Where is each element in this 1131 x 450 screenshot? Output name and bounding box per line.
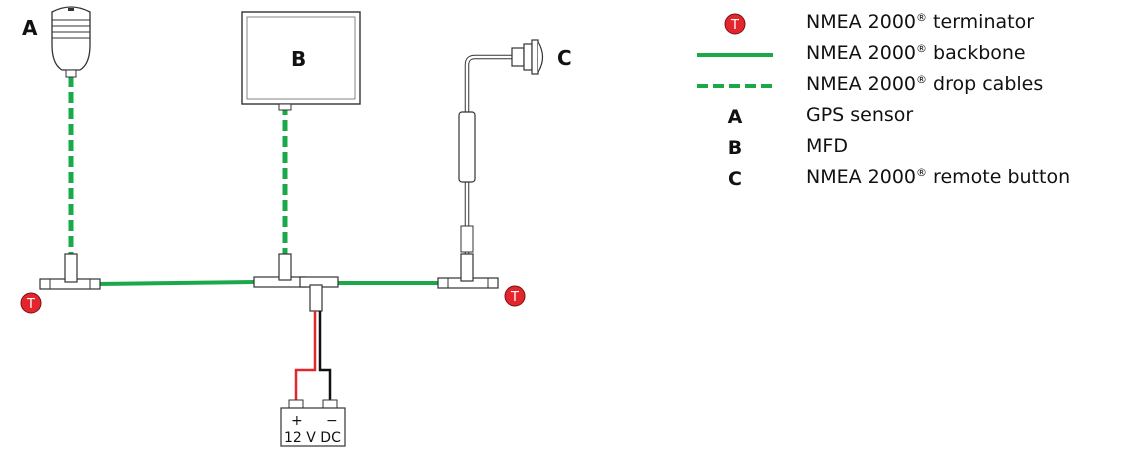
legend-key-c: C [728,167,742,190]
backbone-cable-left [94,280,256,286]
legend: T NMEA 2000® terminator NMEA 2000® backb… [690,8,1130,194]
terminator-symbol-icon: T [690,8,780,39]
battery-plus: + [291,413,303,429]
gps-sensor [51,6,91,78]
label-a: A [22,16,38,40]
t-connector-center-mfd [253,253,307,288]
battery-minus: − [326,413,338,429]
t-connector-right [437,253,499,289]
legend-terminator-symbol: T [730,18,739,33]
network-diagram: A B C [20,6,572,447]
label-c: C [557,46,572,70]
legend-key-b: B [727,136,743,159]
remote-button [458,39,544,255]
legend-c-label: NMEA 2000® remote button [806,166,1071,188]
label-b: B [291,47,306,71]
terminator-left: T [20,292,42,314]
legend-row-c: C NMEA 2000® remote button [690,163,1130,194]
legend-drop-label: NMEA 2000® drop cables [806,73,1044,95]
backbone-line-icon [690,39,780,70]
mfd-display [241,11,361,111]
terminator-right-symbol: T [510,290,519,305]
battery-label: 12 V DC [284,430,341,446]
terminator-left-symbol: T [26,297,35,312]
terminator-right: T [504,285,526,307]
legend-row-a: A GPS sensor [690,101,1130,132]
legend-row-backbone: NMEA 2000® backbone [690,39,1130,70]
legend-backbone-label: NMEA 2000® backbone [806,42,1026,64]
drop-cable-line-icon [690,70,780,101]
legend-b-label: MFD [806,135,848,157]
battery [280,399,346,447]
legend-terminator-label: NMEA 2000® terminator [806,11,1035,33]
t-connector-center-power [299,276,339,312]
legend-row-terminator: T NMEA 2000® terminator [690,8,1130,39]
power-cable [294,311,332,400]
t-connector-left [39,253,101,290]
legend-row-b: B MFD [690,132,1130,163]
legend-key-a: A [727,105,743,128]
legend-row-drop: NMEA 2000® drop cables [690,70,1130,101]
legend-a-label: GPS sensor [806,104,914,126]
